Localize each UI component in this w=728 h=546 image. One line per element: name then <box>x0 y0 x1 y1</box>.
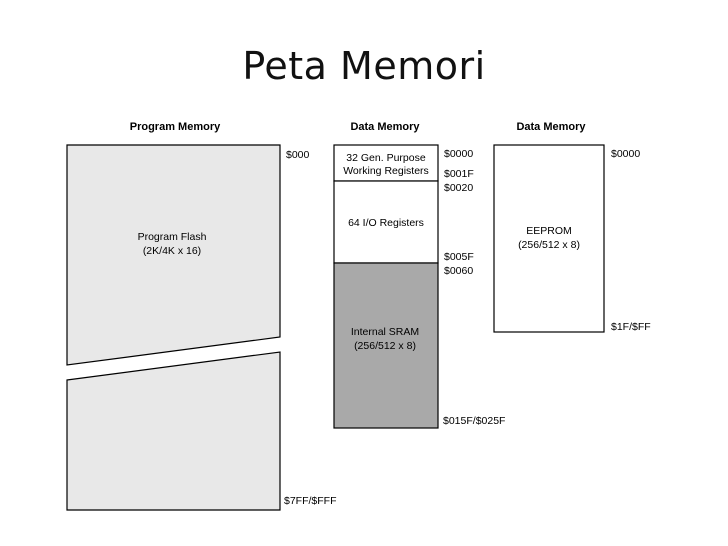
io-registers-label: 64 I/O Registers <box>348 217 424 229</box>
program-flash-lower-block <box>66 351 281 511</box>
io-registers-block <box>333 180 439 264</box>
eeprom-label-line2: (256/512 x 8) <box>518 239 580 251</box>
program-addr-end: $7FF/$FFF <box>284 495 337 507</box>
data-addr-0000: $0000 <box>444 148 473 160</box>
data-addr-005f: $005F <box>444 251 474 263</box>
data-addr-001f: $001F <box>444 168 474 180</box>
data-addr-0020: $0020 <box>444 182 473 194</box>
data-addr-0060: $0060 <box>444 265 473 277</box>
eeprom-label-line1: EEPROM <box>526 225 572 237</box>
eeprom-memory-heading: Data Memory <box>516 121 586 133</box>
slide-title: Peta Memori <box>242 44 486 88</box>
sram-label-line2: (256/512 x 8) <box>354 340 416 352</box>
program-flash-label-line1: Program Flash <box>138 231 207 243</box>
sram-label-line1: Internal SRAM <box>351 326 419 338</box>
eeprom-block <box>493 144 605 333</box>
program-flash-upper-block <box>66 144 281 366</box>
data-memory-heading: Data Memory <box>350 121 420 133</box>
registers-label-line1: 32 Gen. Purpose <box>346 152 426 164</box>
program-flash-label-line2: (2K/4K x 16) <box>143 245 201 257</box>
registers-label-line2: Working Registers <box>343 165 429 177</box>
eeprom-addr-start: $0000 <box>611 148 640 160</box>
program-addr-start: $000 <box>286 149 310 161</box>
internal-sram-block <box>333 262 439 429</box>
eeprom-addr-end: $1F/$FF <box>611 321 651 333</box>
program-memory-heading: Program Memory <box>130 121 221 133</box>
data-addr-sram-end: $015F/$025F <box>443 415 505 427</box>
working-registers-block <box>333 144 439 182</box>
